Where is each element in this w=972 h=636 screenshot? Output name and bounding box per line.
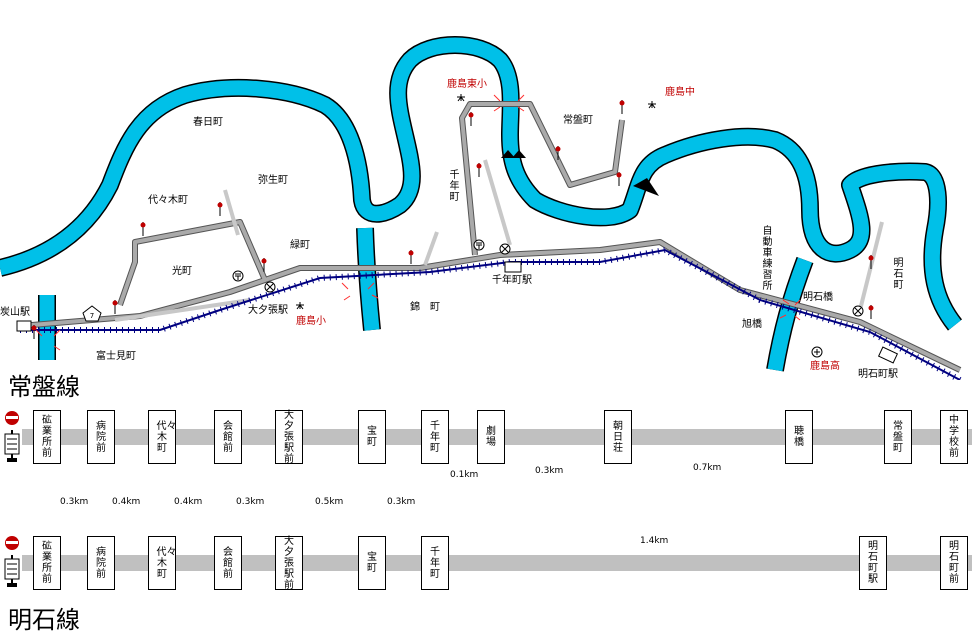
town-label: 錦 町 — [410, 302, 440, 313]
school-label: 鹿島高 — [810, 361, 840, 372]
bus-stop-akashi[interactable]: 千年町 — [421, 536, 449, 590]
bus-stop-name: 常盤町 — [893, 420, 903, 454]
bus-stop-icon — [4, 411, 20, 462]
bus-stop-name: 砿業所前 — [42, 415, 52, 459]
bus-stop-name: 会館前 — [223, 546, 233, 580]
side-road — [114, 159, 884, 322]
town-label-vertical: 千年町 — [449, 170, 460, 203]
distance-label: 0.1km — [450, 470, 479, 480]
distance-label: 0.4km — [112, 497, 141, 507]
station-label: 大夕張駅 — [248, 305, 288, 316]
bus-stop-tokiwa[interactable]: 砿業所前 — [33, 410, 61, 464]
bus-stop-tokiwa[interactable]: 聴橋 — [785, 410, 813, 464]
route-bar-akashi — [22, 555, 972, 571]
facility-label-vertical: 自動車練習所 — [762, 226, 773, 292]
bus-stop-akashi[interactable]: 会館前 — [214, 536, 242, 590]
bus-stop-name: 千年町 — [430, 420, 440, 454]
post-office-icon — [232, 239, 485, 282]
bus-stop-name: 宝町 — [367, 426, 377, 448]
bus-stop-name: 明石町駅 — [868, 541, 878, 585]
bus-stop-akashi[interactable]: 明石町駅 — [859, 536, 887, 590]
town-label: 代々木町 — [148, 195, 188, 206]
distance-label: 0.3km — [60, 497, 89, 507]
bus-stop-akashi[interactable]: 砿業所前 — [33, 536, 61, 590]
national-route-icon: 7 — [82, 305, 102, 322]
school-label: 鹿島中 — [665, 87, 695, 98]
school-icon — [296, 94, 823, 358]
bus-stop-name: 劇場 — [486, 426, 496, 448]
bus-stop-tokiwa[interactable]: 劇場 — [477, 410, 505, 464]
bus-stop-name: 会館前 — [223, 420, 233, 454]
town-label: 富士見町 — [96, 351, 136, 362]
bus-stop-tokiwa[interactable]: 大夕張駅前 — [275, 409, 303, 465]
station-label: 炭山駅 — [0, 307, 30, 318]
distance-label: 0.7km — [693, 463, 722, 473]
bus-stop-name: 代々木町 — [156, 546, 177, 580]
town-label: 緑町 — [290, 240, 310, 251]
bus-stop-tokiwa[interactable]: 代々木町 — [148, 410, 177, 464]
town-label: 光町 — [172, 266, 192, 277]
distance-label: 1.4km — [640, 536, 669, 546]
line-title-akashi: 明石線 — [8, 606, 80, 634]
bus-stop-tokiwa[interactable]: 朝日荘 — [604, 410, 632, 464]
bus-stop-name: 病院前 — [96, 546, 106, 580]
bus-stop-name: 大夕張駅前 — [284, 409, 294, 465]
station-label: 明石町駅 — [858, 369, 898, 380]
bus-stop-akashi[interactable]: 大夕張駅前 — [275, 535, 303, 591]
bridge-label: 明石橋 — [803, 292, 833, 303]
bus-stop-tokiwa[interactable]: 常盤町 — [884, 410, 912, 464]
bridge-label: 旭橋 — [742, 319, 762, 330]
bus-stop-icon — [4, 536, 20, 587]
bus-stop-name: 聴橋 — [794, 426, 804, 448]
bus-stop-tokiwa[interactable]: 中学校前 — [940, 410, 968, 464]
town-label: 常盤町 — [563, 115, 593, 126]
bus-stop-akashi[interactable]: 病院前 — [87, 536, 115, 590]
school-label: 鹿島小 — [296, 316, 326, 327]
school-label: 鹿島東小 — [447, 79, 487, 90]
distance-label: 0.3km — [387, 497, 416, 507]
bus-stop-tokiwa[interactable]: 宝町 — [358, 410, 386, 464]
bus-stop-name: 宝町 — [367, 552, 377, 574]
bus-stop-name: 千年町 — [430, 546, 440, 580]
bus-stop-icon — [31, 100, 874, 339]
distance-label: 0.3km — [535, 466, 564, 476]
town-label: 春日町 — [193, 117, 223, 128]
bus-stop-tokiwa[interactable]: 千年町 — [421, 410, 449, 464]
station-marker — [16, 261, 899, 364]
bus-stop-akashi[interactable]: 宝町 — [358, 536, 386, 590]
bridge-icon — [35, 94, 801, 351]
bus-stop-name: 明石町前 — [949, 541, 959, 585]
distance-label: 0.5km — [315, 497, 344, 507]
town-map: 7 — [0, 36, 963, 380]
bus-stop-name: 砿業所前 — [42, 541, 52, 585]
line-title-tokiwa: 常盤線 — [8, 373, 80, 401]
town-label: 弥生町 — [258, 175, 288, 186]
distance-label: 0.3km — [236, 497, 265, 507]
bus-stop-akashi[interactable]: 明石町前 — [940, 536, 968, 590]
bus-stop-tokiwa[interactable]: 会館前 — [214, 410, 242, 464]
station-label: 千年町駅 — [492, 275, 532, 286]
police-box-icon — [264, 243, 864, 317]
bus-stop-name: 大夕張駅前 — [284, 535, 294, 591]
bus-stop-name: 代々木町 — [156, 420, 177, 454]
bus-stop-akashi[interactable]: 代々木町 — [148, 536, 177, 590]
bus-stop-name: 病院前 — [96, 420, 106, 454]
bus-stop-tokiwa[interactable]: 病院前 — [87, 410, 115, 464]
route-number: 7 — [90, 312, 94, 320]
bus-stop-name: 朝日荘 — [613, 420, 623, 454]
town-label-vertical: 明石町 — [893, 258, 904, 291]
distance-label: 0.4km — [174, 497, 203, 507]
dam-icon — [501, 150, 659, 196]
bus-stop-name: 中学校前 — [949, 415, 959, 459]
